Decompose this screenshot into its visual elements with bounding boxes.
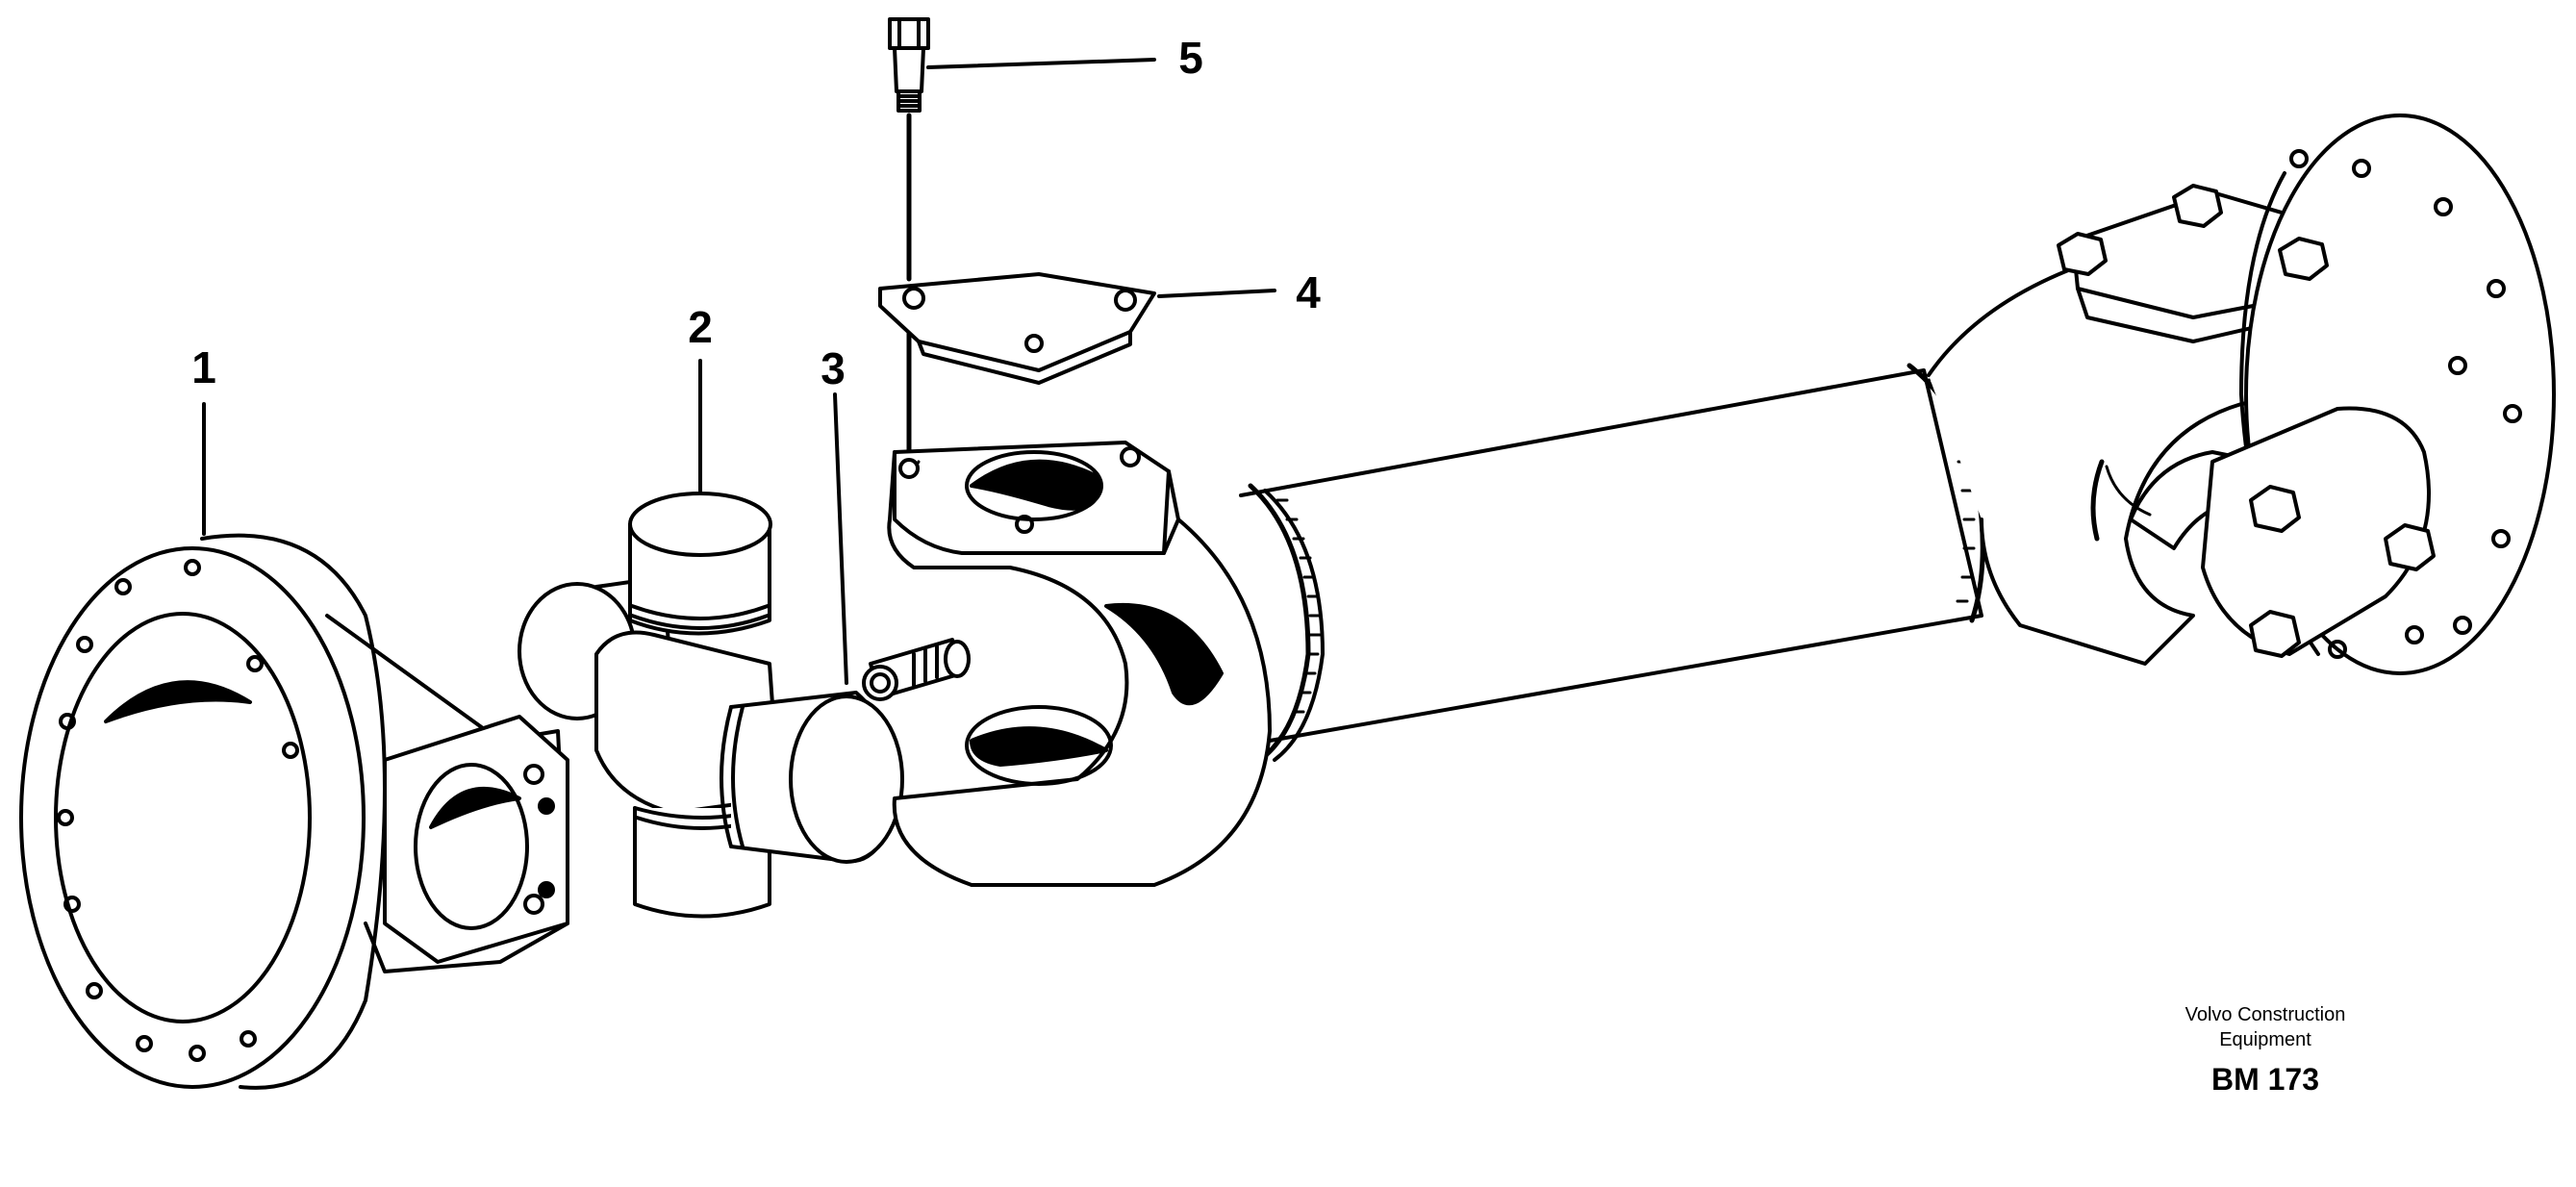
propeller-shaft-assembly <box>887 114 2556 887</box>
bolt-part <box>888 17 930 460</box>
callout-3: 3 <box>821 343 846 393</box>
manufacturer-name-line-1: Volvo Construction <box>2185 1004 2346 1025</box>
drawing-reference-block: Volvo Construction Equipment BM 173 <box>2121 1002 2410 1098</box>
drawing-reference-code: BM 173 <box>2210 1062 2320 1097</box>
leader-line-4 <box>1157 289 1276 298</box>
callout-2: 2 <box>688 302 713 352</box>
leader-lines <box>202 58 1276 685</box>
universal-joint-spider-part <box>518 492 904 919</box>
companion-flange-part <box>19 533 569 1090</box>
leader-line-3 <box>833 392 848 685</box>
callout-5: 5 <box>1178 33 1203 83</box>
lock-plate-part <box>878 272 1156 385</box>
manufacturer-name-line-2: Equipment <box>2219 1029 2311 1050</box>
leader-line-5 <box>926 58 1156 69</box>
callout-1: 1 <box>191 342 216 392</box>
grease-nipple-part <box>862 638 971 701</box>
callout-4: 4 <box>1296 267 1321 317</box>
